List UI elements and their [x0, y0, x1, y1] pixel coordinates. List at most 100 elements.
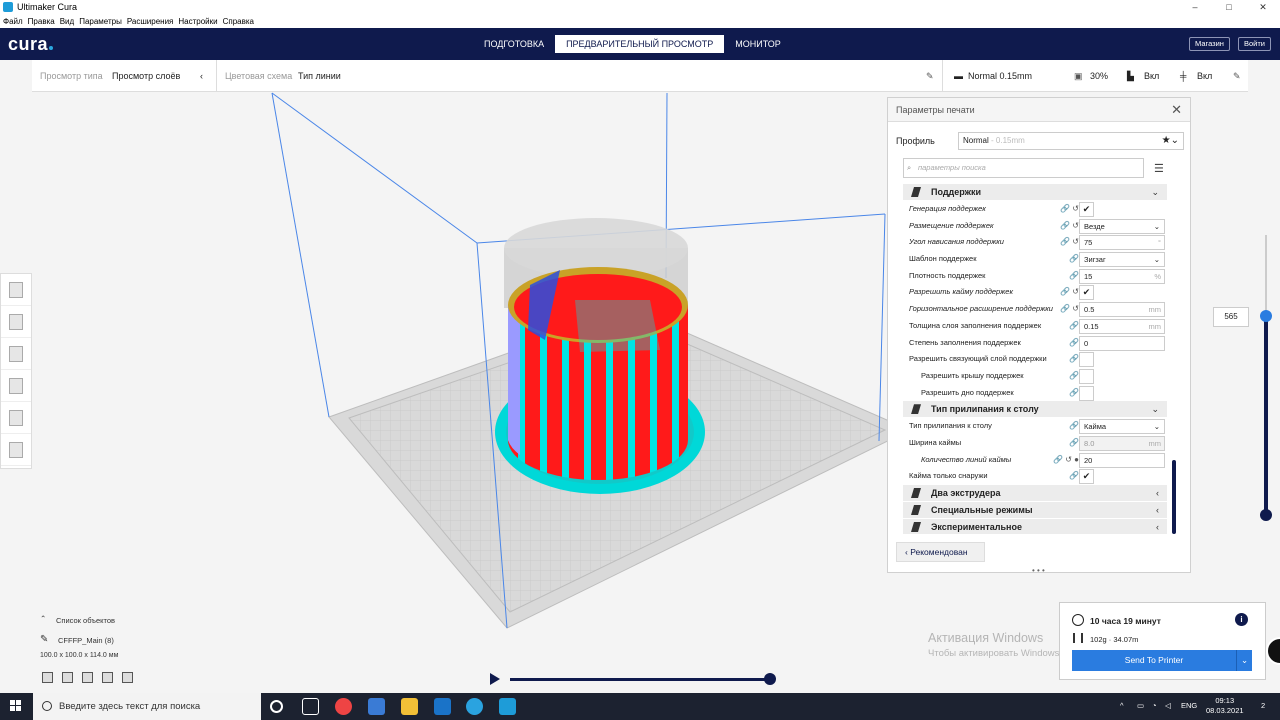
cura-taskbar-icon[interactable] — [499, 698, 516, 715]
per-model-settings-icon[interactable] — [1, 402, 31, 434]
tab-prepare[interactable]: ПОДГОТОВКА — [484, 39, 545, 49]
chevron-down-icon[interactable]: ⌄ — [1236, 650, 1252, 671]
setting-checkbox[interactable]: ✔ — [1079, 285, 1094, 301]
menu-settings[interactable]: Параметры — [79, 16, 122, 26]
link-reset-icon[interactable]: 🔗 — [1069, 254, 1079, 264]
setting-checkbox[interactable]: ✔ — [1079, 202, 1094, 217]
store-icon[interactable] — [368, 698, 385, 715]
layer-slider-lower-handle[interactable] — [1260, 509, 1272, 521]
profile-select[interactable]: Normal - 0.15mm ★⌄ — [958, 132, 1184, 150]
setting-checkbox[interactable] — [1079, 368, 1094, 384]
tab-monitor[interactable]: МОНИТОР — [735, 39, 781, 49]
volume-icon[interactable]: ◁ — [1165, 701, 1171, 710]
marketplace-button[interactable]: Магазин — [1189, 37, 1230, 51]
minimize-button[interactable]: – — [1192, 2, 1198, 12]
layer-slider-upper-handle[interactable] — [1260, 310, 1272, 322]
notifications-icon[interactable]: 2 — [1261, 701, 1266, 710]
link-reset-icon[interactable]: 🔗 ↺ ● — [1053, 454, 1079, 464]
settings-search-input[interactable]: ⌕ параметры поиска — [903, 158, 1144, 178]
setting-input[interactable]: 20 — [1079, 452, 1165, 468]
link-reset-icon[interactable]: 🔗 ↺ — [1060, 204, 1079, 213]
menu-view[interactable]: Вид — [59, 16, 75, 26]
tab-preview[interactable]: ПРЕДВАРИТЕЛЬНЫЙ ПРОСМОТР — [555, 35, 725, 53]
link-reset-icon[interactable]: 🔗 — [1069, 320, 1079, 330]
menu-preferences[interactable]: Настройки — [178, 16, 218, 26]
link-reset-icon[interactable]: 🔗 ↺ — [1060, 237, 1079, 247]
settings-menu-icon[interactable]: ☰ — [1154, 163, 1164, 175]
send-to-printer-button[interactable]: Send To Printer ⌄ — [1072, 650, 1252, 671]
language-indicator[interactable]: ENG — [1181, 701, 1198, 710]
view-type-select[interactable]: Просмотр слоёв — [112, 71, 181, 81]
network-icon[interactable]: ▭ — [1137, 701, 1145, 710]
setting-select[interactable]: Везде⌄ — [1079, 218, 1165, 234]
path-slider-track[interactable] — [510, 678, 770, 681]
link-reset-icon[interactable]: 🔗 ↺ — [1060, 287, 1079, 297]
resize-grip-icon[interactable]: • • • — [1032, 566, 1045, 575]
3d-view-icon[interactable] — [42, 672, 53, 683]
mirror-tool-icon[interactable] — [1, 370, 31, 402]
link-reset-icon[interactable]: 🔗 — [1069, 354, 1079, 364]
cortana-icon[interactable] — [270, 700, 283, 713]
signin-button[interactable]: Войти — [1238, 37, 1271, 51]
support-summary[interactable]: Вкл — [1144, 71, 1160, 81]
play-icon[interactable] — [490, 673, 500, 685]
setting-checkbox[interactable] — [1079, 385, 1094, 401]
recommended-button[interactable]: ‹ Рекомендован — [896, 542, 985, 562]
settings-scrollbar[interactable] — [1172, 460, 1176, 534]
link-reset-icon[interactable]: 🔗 — [1069, 421, 1079, 431]
setting-input[interactable]: 0 — [1079, 335, 1165, 351]
setting-checkbox[interactable]: ✔ — [1079, 469, 1094, 485]
menu-edit[interactable]: Правка — [27, 16, 55, 26]
support-blocker-icon[interactable] — [1, 434, 31, 466]
setting-checkbox[interactable] — [1079, 352, 1094, 368]
link-reset-icon[interactable]: 🔗 — [1069, 437, 1079, 447]
right-view-icon[interactable] — [122, 672, 133, 683]
wifi-icon[interactable]: ◔ — [1152, 701, 1157, 710]
pencil-icon[interactable]: ✎ — [926, 71, 934, 81]
setting-input[interactable]: 75° — [1079, 235, 1165, 251]
category-adhesion[interactable]: Тип прилипания к столу ⌄ — [903, 401, 1167, 418]
link-reset-icon[interactable]: 🔗 — [1069, 387, 1079, 397]
rotate-tool-icon[interactable] — [1, 338, 31, 370]
close-icon[interactable]: ✕ — [1171, 102, 1182, 117]
color-scheme-select[interactable]: Тип линии — [298, 71, 341, 81]
pencil-icon[interactable]: ✎ — [40, 634, 49, 645]
menu-file[interactable]: Файл — [3, 16, 23, 26]
link-reset-icon[interactable]: 🔗 ↺ — [1060, 304, 1079, 314]
info-icon[interactable]: i — [1235, 613, 1248, 626]
setting-select[interactable]: Кайма⌄ — [1079, 419, 1165, 435]
link-reset-icon[interactable]: 🔗 — [1069, 471, 1079, 481]
category-dual-extrusion[interactable]: Два экструдера ‹ — [903, 485, 1167, 501]
top-view-icon[interactable] — [82, 672, 93, 683]
scale-tool-icon[interactable] — [1, 306, 31, 338]
close-button[interactable]: ✕ — [1259, 2, 1267, 12]
path-slider-handle[interactable] — [764, 673, 776, 685]
move-tool-icon[interactable] — [1, 274, 31, 306]
adhesion-summary[interactable]: Вкл — [1197, 71, 1213, 81]
telegram-icon[interactable] — [466, 698, 483, 715]
link-reset-icon[interactable]: 🔗 ↺ — [1060, 220, 1079, 230]
profile-summary[interactable]: Normal 0.15mm — [968, 71, 1033, 81]
category-support[interactable]: Поддержки ⌄ — [903, 184, 1167, 200]
link-reset-icon[interactable]: 🔗 — [1069, 370, 1079, 380]
layer-number-input[interactable]: 565 — [1213, 307, 1249, 327]
taskbar-search-input[interactable]: Введите здесь текст для поиска — [33, 693, 261, 720]
setting-select[interactable]: Зигзаг⌄ — [1079, 252, 1165, 268]
link-reset-icon[interactable]: 🔗 — [1069, 270, 1079, 280]
menu-extensions[interactable]: Расширения — [126, 16, 174, 26]
infill-summary[interactable]: 30% — [1090, 71, 1109, 81]
front-view-icon[interactable] — [62, 672, 73, 683]
task-view-icon[interactable] — [302, 698, 319, 715]
category-special-modes[interactable]: Специальные режимы ‹ — [903, 502, 1167, 518]
chrome-icon[interactable] — [335, 698, 352, 715]
chevron-up-icon[interactable]: ⌃ — [40, 614, 47, 623]
maximize-button[interactable]: □ — [1226, 2, 1232, 12]
windows-start-icon[interactable] — [10, 700, 22, 712]
link-reset-icon[interactable]: 🔗 — [1069, 337, 1079, 347]
taskbar-clock[interactable]: 09:13 08.03.2021 — [1206, 696, 1244, 715]
left-view-icon[interactable] — [102, 672, 113, 683]
file-explorer-icon[interactable] — [401, 698, 418, 715]
